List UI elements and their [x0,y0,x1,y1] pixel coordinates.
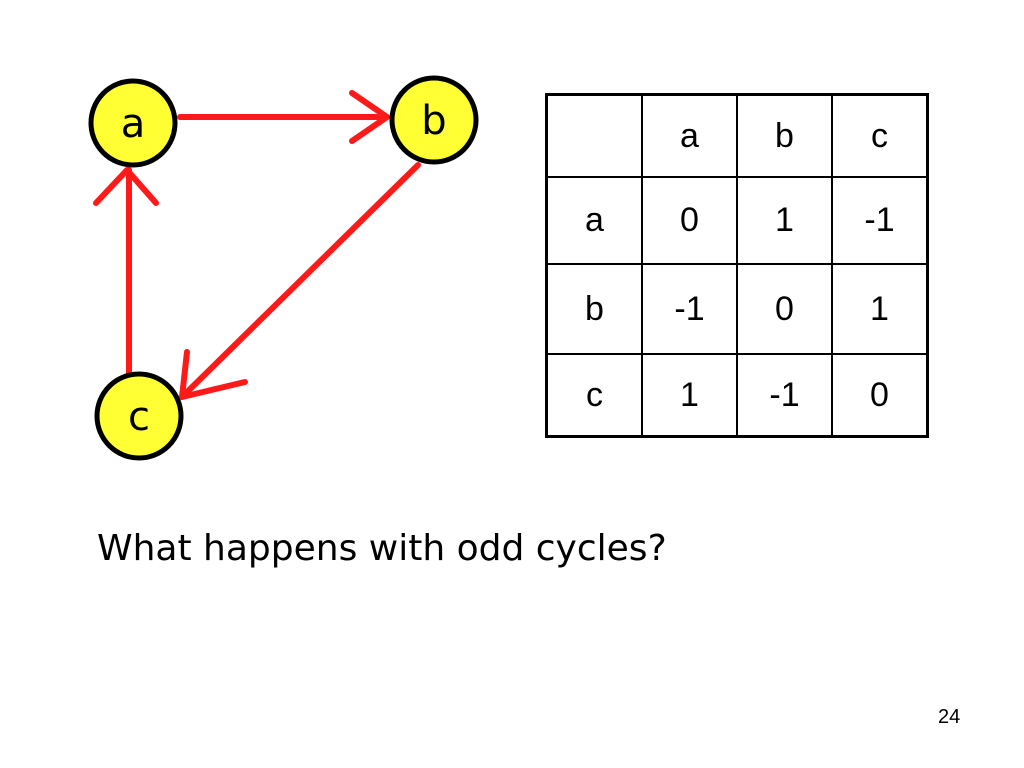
node-b-label: b [421,98,446,144]
edge-b-c-arrowhead [179,349,248,400]
matrix-cell: 0 [641,176,738,265]
matrix-cell: 1 [641,353,738,438]
matrix-cell: -1 [831,176,929,265]
edge-b-to-c [179,162,421,400]
node-c: c [94,371,184,461]
matrix-row-label: b [545,263,643,355]
node-b-circle [389,75,479,165]
matrix-row-label: a [545,176,643,265]
node-b: b [389,75,479,165]
node-a-circle [88,78,178,168]
edge-a-to-b [177,90,390,144]
matrix-row: a 0 1 -1 [545,176,929,265]
edge-c-a-arrowhead [93,167,159,206]
page-number: 24 [938,706,961,728]
edge-b-c-line [179,162,421,400]
matrix-cell: -1 [736,353,833,438]
node-c-label: c [128,394,150,440]
matrix-cell: 1 [831,263,929,355]
edge-a-b-arrowhead [349,90,390,144]
cycle-graph-diagram: a b c [88,75,479,461]
matrix-header-cell: b [736,93,833,178]
node-c-circle [94,371,184,461]
node-a: a [88,78,178,168]
edge-c-to-a [93,167,159,378]
matrix-cell: -1 [641,263,738,355]
question-text: What happens with odd cycles? [97,528,667,569]
matrix-cell: 0 [736,263,833,355]
matrix-header-cell: a [641,93,738,178]
matrix-row: c 1 -1 0 [545,353,929,438]
matrix-row: b -1 0 1 [545,263,929,355]
matrix-header-cell: c [831,93,929,178]
node-a-label: a [121,101,146,147]
matrix-cell: 1 [736,176,833,265]
matrix-corner-cell [545,93,643,178]
matrix-header-row: a b c [545,93,929,178]
adjacency-matrix: a b c a 0 1 -1 b -1 0 1 c 1 -1 0 [545,93,929,438]
matrix-cell: 0 [831,353,929,438]
matrix-row-label: c [545,353,643,438]
